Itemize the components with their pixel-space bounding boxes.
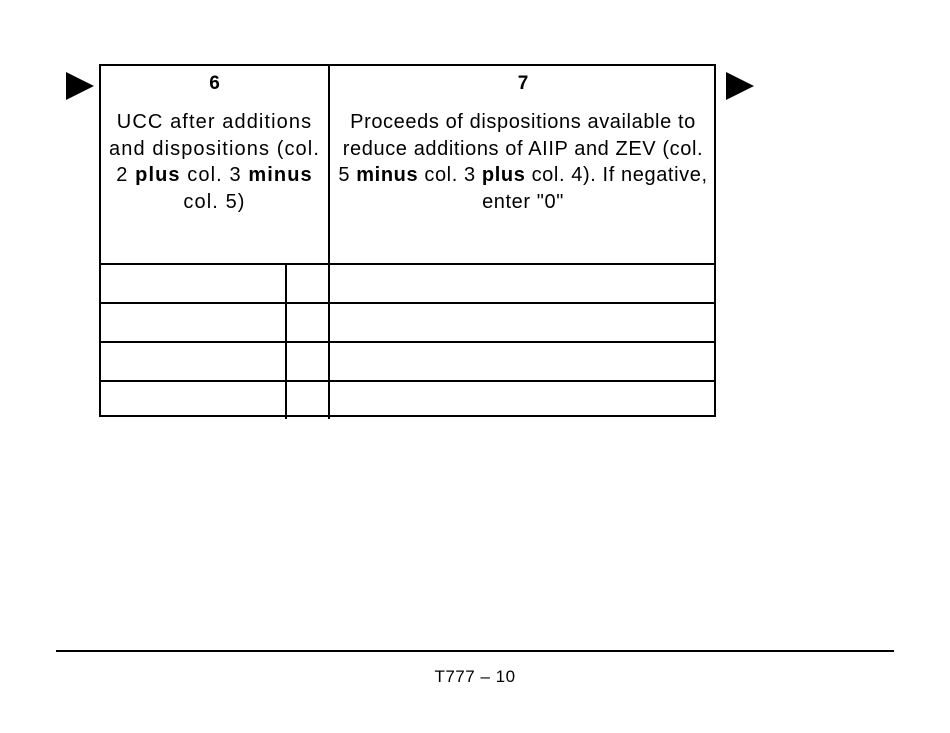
column-number: 6 (209, 73, 220, 94)
col6-amount-field[interactable] (101, 265, 287, 302)
table-row (101, 341, 714, 380)
col7-amount-field[interactable] (330, 304, 714, 341)
column-header-6: 6 UCC after additions and dispositions (… (101, 66, 330, 264)
column-description: UCC after additions and dispositions (co… (109, 111, 320, 213)
col6-amount-field[interactable] (101, 343, 287, 380)
column-number: 7 (517, 73, 529, 94)
table-row (101, 380, 714, 419)
column-description: Proceeds of dispositions available to re… (338, 111, 708, 213)
col7-amount-field[interactable] (330, 265, 714, 302)
col6-cents-field[interactable] (287, 265, 330, 302)
table-row (101, 263, 714, 302)
page-label: T777 – 10 (434, 667, 516, 686)
col7-amount-field[interactable] (330, 343, 714, 380)
col6-cents-field[interactable] (287, 382, 330, 419)
col6-cents-field[interactable] (287, 304, 330, 341)
col6-amount-field[interactable] (101, 382, 287, 419)
col6-amount-field[interactable] (101, 304, 287, 341)
table-row (101, 302, 714, 341)
footer-divider (56, 650, 894, 652)
col7-amount-field[interactable] (330, 382, 714, 419)
form-table: 6 UCC after additions and dispositions (… (99, 64, 716, 419)
arrow-right-icon (66, 72, 94, 100)
column-header-7: 7 Proceeds of dispositions available to … (330, 66, 716, 264)
col6-cents-field[interactable] (287, 343, 330, 380)
arrow-right-icon (726, 72, 754, 100)
